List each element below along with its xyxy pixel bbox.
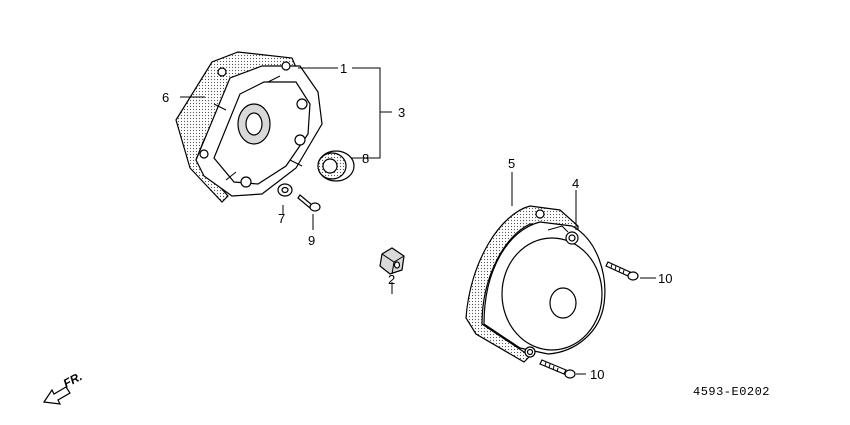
arrow-icon: [42, 386, 71, 405]
callout-1: 1: [340, 61, 347, 76]
boss-hole: [199, 149, 209, 159]
diagram-code: 4593-E0202: [693, 385, 770, 399]
screw-lower: [539, 359, 576, 379]
bearing-bore-inner: [245, 112, 263, 136]
callout-4: 4: [572, 176, 579, 191]
callout-8: 8: [362, 151, 369, 166]
callout-10-upper: 10: [658, 271, 672, 286]
leader-lines: [180, 67, 656, 375]
bolt: [297, 194, 321, 212]
boss-hole: [217, 67, 227, 77]
crankcase-cover-assembly: [175, 51, 323, 203]
callout-3: 3: [398, 105, 405, 120]
boss-hole: [281, 61, 291, 71]
callout-9: 9: [308, 233, 315, 248]
side-cover: [465, 205, 606, 363]
callout-7: 7: [278, 211, 285, 226]
bearing: [317, 150, 355, 182]
callout-6: 6: [162, 90, 169, 105]
washer: [277, 183, 293, 197]
boss-hole: [296, 98, 308, 110]
boss-hole: [294, 134, 306, 146]
callout-2: 2: [388, 272, 395, 287]
boss-hole: [240, 176, 252, 188]
cover-boss: [535, 209, 545, 219]
nut: [379, 247, 405, 275]
cover-center: [549, 287, 577, 319]
screw-upper: [605, 261, 639, 281]
callout-10-lower: 10: [590, 367, 604, 382]
front-direction-indicator: FR.: [42, 369, 84, 405]
callouts: 1 2 3 4 5 6 7 8 9 10 10: [162, 61, 672, 382]
callout-5: 5: [508, 156, 515, 171]
